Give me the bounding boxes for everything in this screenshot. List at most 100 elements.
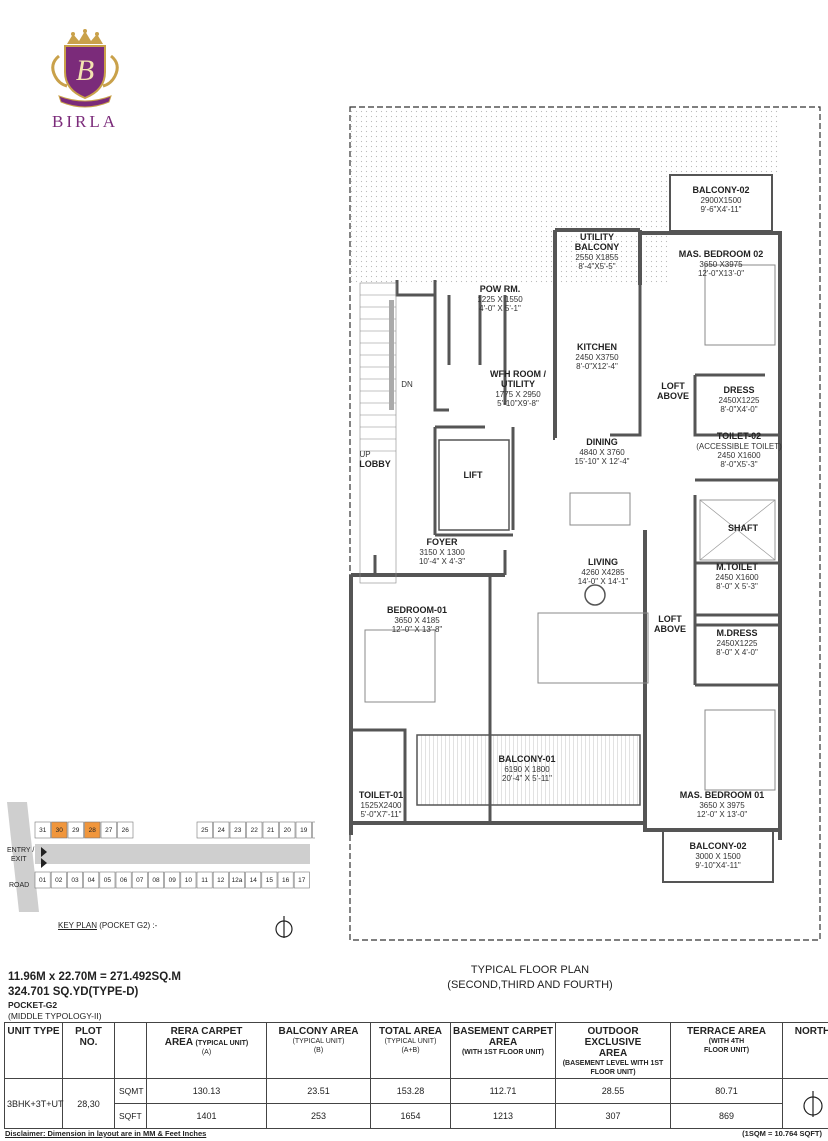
foyer-label: 3150 X 1300 [419, 548, 465, 557]
bottom-plot-04 [83, 871, 100, 889]
dining-label: DINING [586, 437, 618, 447]
plot-no-value: 28,30 [62, 1078, 115, 1129]
plot-area-sqyd: 324.701 SQ.YD(TYPE-D) [8, 986, 139, 998]
top-plot-21 [262, 821, 279, 839]
plot-number: 04 [88, 877, 96, 884]
wfh-room-label: UTILITY [501, 379, 535, 389]
plot-number: 28 [89, 827, 97, 834]
brand-name: BIRLA [52, 112, 118, 131]
shaft-label: SHAFT [728, 523, 758, 533]
header-total-sub: (TYPICAL UNIT) [384, 1038, 437, 1045]
stair-down-label: DN [401, 380, 413, 389]
north-cell [782, 1078, 828, 1129]
mas-bedroom-01-label: MAS. BEDROOM 01 [680, 790, 765, 800]
toilet-01-label: 1525X2400 [361, 801, 402, 810]
plot-number: 10 [185, 877, 193, 884]
crown-crest-icon: B [51, 29, 119, 108]
top-plot-28 [84, 821, 101, 839]
utility-balcony-label: 2550 X1855 [575, 253, 619, 262]
header-basement: BASEMENT CARPET AREA (WITH 1ST FLOOR UNI… [450, 1022, 556, 1079]
exit-arrow-icon [41, 858, 47, 868]
m-toilet-label: 8'-0" X 5'-3" [716, 582, 758, 591]
kitchen-label: KITCHEN [577, 342, 617, 352]
header-basement-l1: BASEMENT CARPET [453, 1026, 554, 1037]
plot-number: 27 [105, 827, 113, 834]
header-balcony-sub: (TYPICAL UNIT) [292, 1038, 345, 1045]
mas-bedroom-02-label: MAS. BEDROOM 02 [679, 249, 764, 259]
total-sqft: 1654 [370, 1103, 451, 1129]
mas-bedroom-01-label: 3650 X 3975 [699, 801, 745, 810]
unit-label-sqmt: SQMT [114, 1078, 147, 1104]
top-plot-19 [295, 821, 312, 839]
entry-arrow-icon [41, 847, 47, 857]
outdoor-sqmt: 28.55 [555, 1078, 671, 1104]
bottom-plot-16 [277, 871, 294, 889]
road-label: ROAD [9, 882, 29, 889]
foyer-label: FOYER [426, 537, 458, 547]
dining-label: 4840 X 3760 [579, 448, 625, 457]
typology-label: (MIDDLE TYPOLOGY-II) [8, 1011, 102, 1021]
utility-balcony-label: UTILITY [580, 232, 614, 242]
loft-above-2-label: LOFT [658, 614, 682, 624]
top-plot-27 [100, 821, 117, 839]
top-plot-18 [312, 821, 315, 839]
plot-number: 20 [284, 827, 292, 834]
north-arrow-icon [802, 1090, 823, 1117]
loft-above-2-label: ABOVE [654, 624, 686, 634]
m-dress-label: 8'-0" X 4'-0" [716, 648, 758, 657]
plot-number: 23 [234, 827, 242, 834]
dining-label: 15'-10" X 12'-4" [575, 457, 630, 466]
top-plot-31 [34, 821, 51, 839]
wfh-room-label: 5'-10"X9'-8" [497, 399, 539, 408]
basement-sqmt: 112.71 [450, 1078, 556, 1104]
mas-bedroom-01-label: 12'-0" X 13'-0" [697, 810, 748, 819]
header-rera: RERA CARPET AREA (TYPICAL UNIT) (A) [146, 1022, 267, 1079]
plot-number: 14 [250, 877, 258, 884]
bedroom-01-label: 12'-0" X 13'-8" [392, 625, 443, 634]
top-plot-23 [229, 821, 246, 839]
plot-number: 30 [56, 827, 64, 834]
foyer-label: 10'-4" X 4'-3" [419, 557, 465, 566]
plot-number: 26 [122, 827, 130, 834]
header-total-sub2: (A+B) [401, 1047, 420, 1054]
plot-number: 17 [298, 877, 306, 884]
bottom-plot-08 [148, 871, 164, 889]
terrace-sqft: 869 [670, 1103, 783, 1129]
north-arrow-icon [275, 916, 293, 938]
plot-number: 19 [300, 827, 308, 834]
plot-number: 21 [267, 827, 275, 834]
header-plot-no: PLOT NO. [62, 1022, 115, 1079]
dress-label: DRESS [723, 385, 754, 395]
plot-number: 12 [217, 877, 225, 884]
table-row: 3BHK+3T+UT 28,30 SQMT 130.13 23.51 153.2… [4, 1078, 828, 1129]
header-outdoor-l2: AREA [598, 1048, 628, 1059]
plot-number: 06 [120, 877, 128, 884]
balcony-02-bottom-label: 3000 X 1500 [695, 852, 741, 861]
toilet-02-label: 2450 X1600 [717, 451, 761, 460]
birla-logo: B BIRLA [30, 28, 140, 138]
plot-number: 02 [55, 877, 63, 884]
balcony-02-bottom-label: 9'-10"X4'-11" [695, 861, 741, 870]
plot-number: 07 [136, 877, 144, 884]
key-plan-caption: KEY PLAN (POCKET G2) :- [58, 921, 157, 930]
plot-dimensions: 11.96M x 22.70M = 271.492SQ.M [8, 971, 181, 983]
living-label: 4260 X4285 [581, 568, 625, 577]
basement-sqft: 1213 [450, 1103, 556, 1129]
toilet-01-label: 5'-0"X7'-11" [360, 810, 401, 819]
plot-number: 24 [218, 827, 226, 834]
key-plan-title: KEY PLAN [58, 921, 97, 930]
wfh-room-label: WFH ROOM / [490, 369, 546, 379]
lobby-label: LOBBY [359, 459, 391, 469]
floor-plan: BALCONY-022900X15009'-6"X4'-11"UTILITYBA… [349, 106, 821, 941]
top-plot-25 [196, 821, 213, 839]
header-balcony-sub2: (B) [313, 1047, 324, 1054]
header-blank [114, 1022, 147, 1079]
balcony-02-top-label: 2900X1500 [701, 196, 742, 205]
plot-number: 31 [39, 827, 47, 834]
m-toilet-label: 2450 X1600 [715, 573, 759, 582]
bottom-plot-03 [67, 871, 83, 889]
plot-number: 25 [201, 827, 209, 834]
plot-number: 15 [266, 877, 274, 884]
dress-label: 2450X1225 [719, 396, 760, 405]
header-terrace-sub2: FLOOR UNIT) [703, 1047, 750, 1054]
